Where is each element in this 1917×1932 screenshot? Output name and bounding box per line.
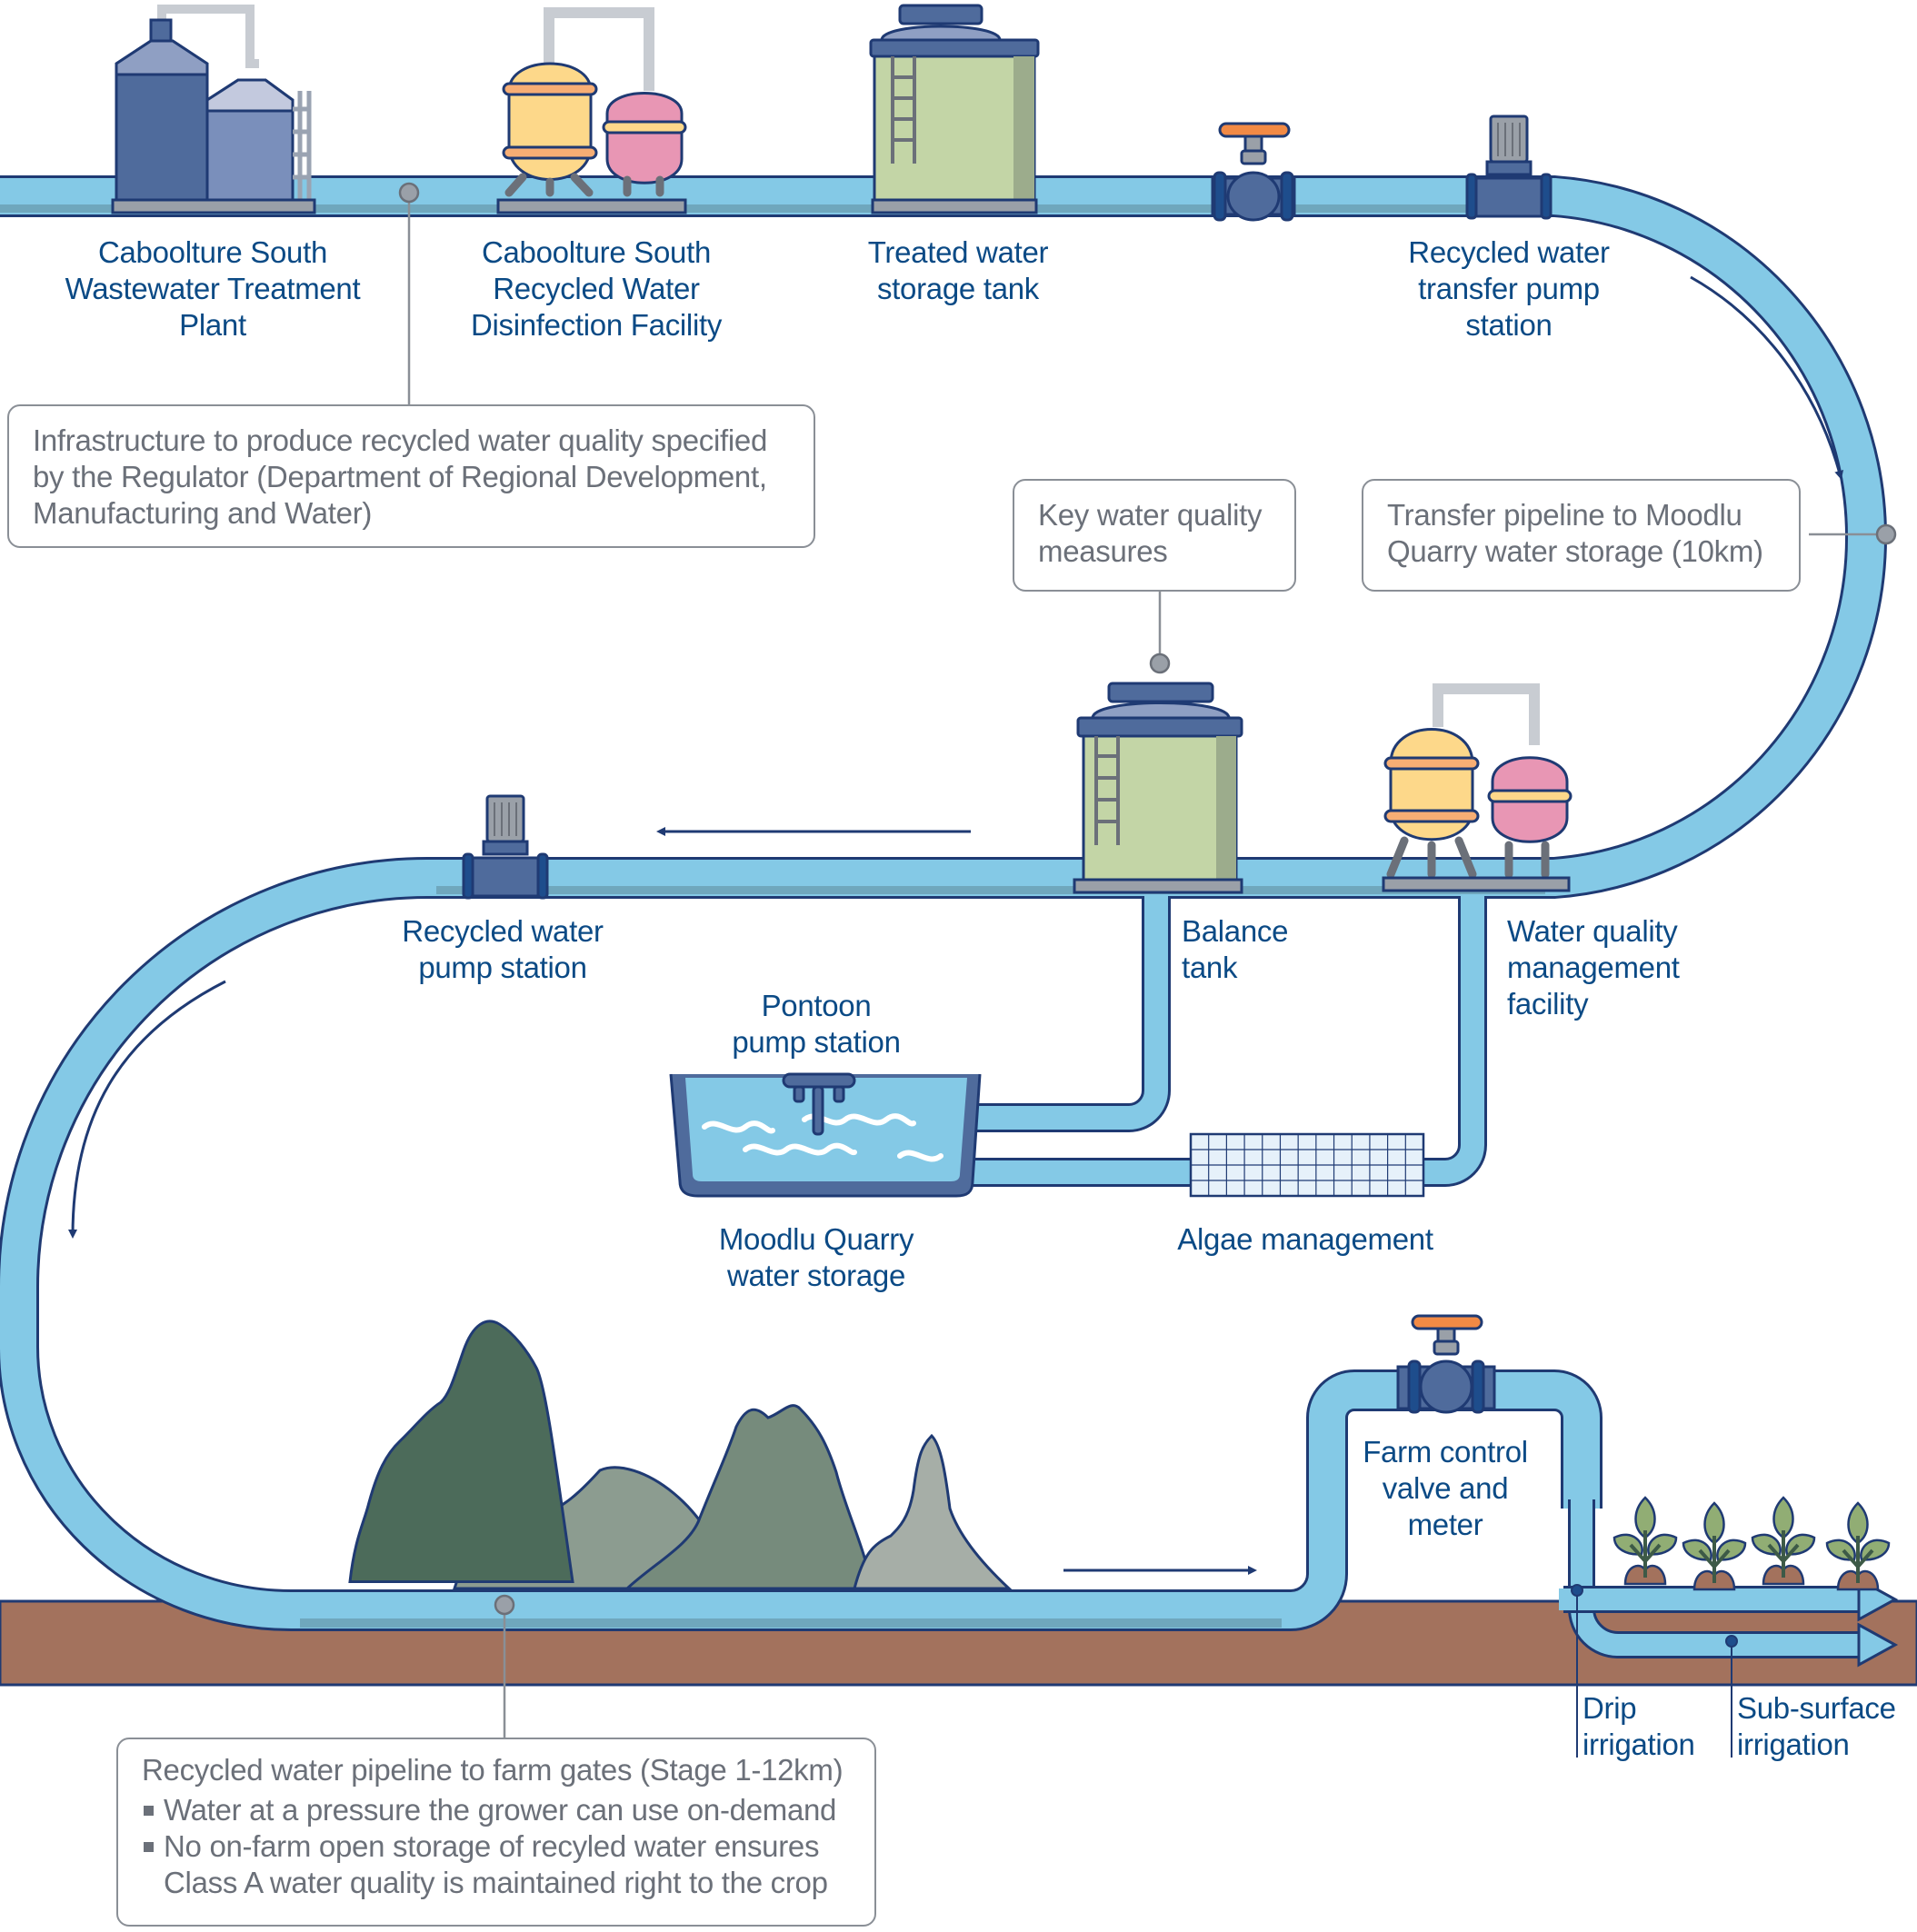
gate-valve-icon bbox=[1211, 122, 1296, 222]
farm-valve-icon bbox=[1396, 1314, 1496, 1414]
callout-connectors bbox=[398, 182, 1897, 1738]
label-subsurface-irrigation: Sub-surface irrigation bbox=[1737, 1691, 1896, 1761]
pump-icon bbox=[462, 794, 549, 900]
label-transfer-pump-station: Recycled water transfer pump station bbox=[1408, 235, 1610, 342]
main-pipeline bbox=[0, 175, 1888, 1631]
label-wastewater-plant: Caboolture South Wastewater Treatment Pl… bbox=[65, 235, 361, 342]
balance-tank-icon bbox=[1073, 682, 1243, 894]
wastewater-treatment-tanks-icon bbox=[111, 5, 316, 214]
seedlings bbox=[1612, 1496, 1891, 1591]
hill-dark bbox=[348, 1320, 574, 1584]
algae-filter-grid-icon bbox=[1189, 1132, 1425, 1198]
label-balance-tank: Balance tank bbox=[1182, 914, 1289, 984]
hill-pale bbox=[853, 1433, 1013, 1590]
hill-mid bbox=[624, 1404, 874, 1590]
label-moodlu-storage: Moodlu Quarry water storage bbox=[718, 1222, 914, 1292]
label-recycled-pump-station: Recycled water pump station bbox=[402, 914, 604, 984]
label-farm-control-valve: Farm control valve and meter bbox=[1363, 1435, 1528, 1541]
quality-vessels-icon bbox=[1382, 683, 1573, 892]
label-algae-management: Algae management bbox=[1177, 1222, 1433, 1256]
callout-key-quality: Key water quality measures bbox=[1013, 479, 1296, 592]
hills-icon bbox=[348, 1320, 1013, 1590]
storage-tank-icon bbox=[869, 4, 1040, 214]
callout-farm-pipeline: Recycled water pipeline to farm gates (S… bbox=[116, 1738, 876, 1927]
bullet-item: Water at a pressure the grower can use o… bbox=[142, 1792, 851, 1828]
subsurface-arrow-head bbox=[1857, 1622, 1899, 1668]
irrigation-leaders bbox=[1571, 1584, 1738, 1758]
label-disinfection-facility: Caboolture South Recycled Water Disinfec… bbox=[470, 235, 723, 342]
callout-farm-pipeline-bullets: Water at a pressure the grower can use o… bbox=[142, 1792, 851, 1901]
seedling-icon bbox=[1612, 1496, 1678, 1586]
callout-infrastructure: Infrastructure to produce recycled water… bbox=[7, 404, 815, 548]
seedling-icon bbox=[1825, 1501, 1891, 1591]
callout-farm-pipeline-title: Recycled water pipeline to farm gates (S… bbox=[142, 1753, 844, 1787]
seedling-icon bbox=[1682, 1501, 1747, 1591]
label-pontoon-pump-station: Pontoon pump station bbox=[732, 989, 901, 1059]
pump-icon bbox=[1465, 115, 1553, 220]
label-drip-irrigation: Drip irrigation bbox=[1583, 1691, 1695, 1761]
bullet-item: No on-farm open storage of recyled water… bbox=[142, 1828, 851, 1901]
flow-arrow-icon bbox=[68, 275, 1844, 1575]
label-treated-storage-tank: Treated water storage tank bbox=[867, 235, 1049, 305]
irrigation-lines bbox=[1559, 1499, 1899, 1668]
pontoon-pump-icon bbox=[782, 1072, 856, 1136]
quarry-reservoir-icon bbox=[669, 1072, 982, 1198]
callout-transfer-pipeline: Transfer pipeline to Moodlu Quarry water… bbox=[1362, 479, 1801, 592]
branch-pipes bbox=[963, 896, 1487, 1187]
label-water-quality-facility: Water quality management facility bbox=[1507, 914, 1680, 1021]
seedling-icon bbox=[1751, 1496, 1816, 1586]
disinfection-vessels-icon bbox=[496, 7, 687, 214]
